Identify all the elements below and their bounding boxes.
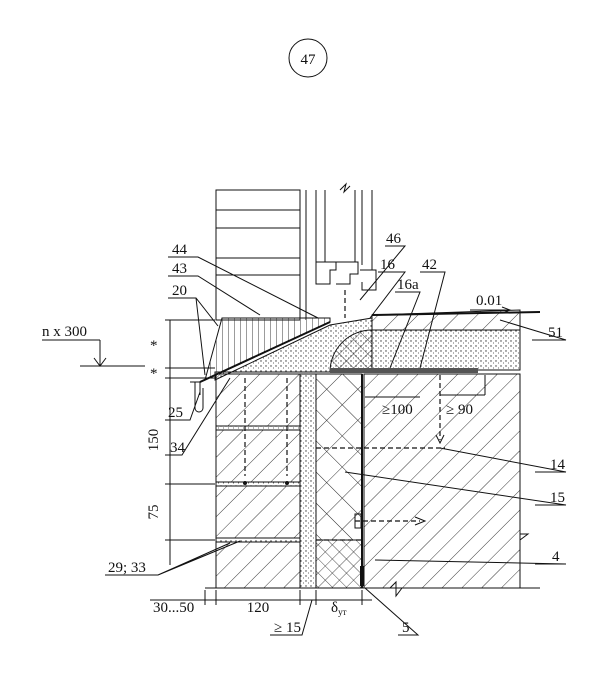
label-5: 5 bbox=[402, 620, 410, 636]
label-15: 15 bbox=[550, 490, 565, 506]
dimension-ge-15: ≥ 15 bbox=[274, 620, 301, 636]
insulation bbox=[315, 373, 364, 589]
label-51: 51 bbox=[548, 325, 563, 341]
label-16: 16 bbox=[380, 257, 396, 273]
sheet-number: 47 bbox=[301, 52, 317, 68]
slope-0-01: 0.01 bbox=[476, 293, 502, 309]
brick-wall bbox=[215, 373, 301, 589]
label-29-33: 29; 33 bbox=[108, 560, 146, 576]
window-frame bbox=[215, 182, 377, 321]
dimension-120: 120 bbox=[247, 600, 270, 616]
air-gap-foam bbox=[299, 373, 317, 589]
label-44: 44 bbox=[172, 242, 188, 258]
dimension-ge-100: ≥100 bbox=[382, 402, 413, 418]
label-34: 34 bbox=[170, 440, 186, 456]
label-25: 25 bbox=[168, 405, 183, 421]
label-20: 20 bbox=[172, 283, 187, 299]
leader-lines bbox=[105, 245, 567, 636]
dimension-ge-90: ≥ 90 bbox=[446, 402, 473, 418]
dimension-150: 150 bbox=[146, 429, 162, 452]
dimension-30-50: 30...50 bbox=[153, 600, 194, 616]
concrete-wall bbox=[205, 373, 540, 598]
label-42: 42 bbox=[422, 257, 437, 273]
label-46: 46 bbox=[386, 231, 402, 247]
dimension-75: 75 bbox=[146, 505, 162, 520]
sheet-number-badge: 47 bbox=[288, 38, 328, 78]
label-4: 4 bbox=[552, 549, 560, 565]
dimension-star-lower: * bbox=[150, 366, 158, 382]
dimension-insulation-thickness: δут bbox=[331, 600, 347, 617]
dimension-lines bbox=[42, 306, 512, 605]
label-43: 43 bbox=[172, 261, 187, 277]
level-mark-n-x-300: n x 300 bbox=[42, 324, 87, 340]
label-14: 14 bbox=[550, 457, 566, 473]
label-16a: 16а bbox=[397, 277, 419, 293]
dimension-star-upper: * bbox=[150, 338, 158, 354]
